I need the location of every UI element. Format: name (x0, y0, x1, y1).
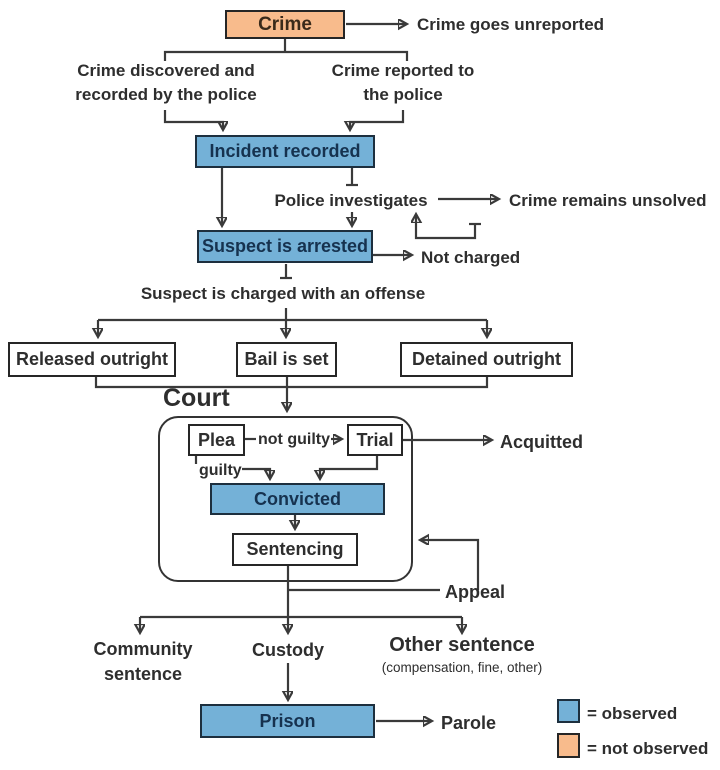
label-community-line2: sentence (103, 664, 183, 684)
label-crime-remains-unsolved: Crime remains unsolved (509, 191, 707, 210)
legend-not-observed-swatch (557, 733, 580, 758)
label-parole: Parole (441, 713, 497, 733)
node-sentencing: Sentencing (232, 533, 358, 566)
node-released-outright: Released outright (8, 342, 176, 377)
label-acquitted: Acquitted (500, 432, 583, 452)
label-police-investigates: Police investigates (274, 191, 428, 210)
label-guilty: guilty (199, 462, 242, 479)
node-incident-recorded: Incident recorded (195, 135, 375, 168)
label-crime-reported-line1: Crime reported to (331, 61, 475, 80)
label-appeal: Appeal (445, 582, 506, 602)
label-crime-goes-unreported: Crime goes unreported (417, 15, 605, 34)
label-crime-discovered-line1: Crime discovered and (77, 61, 255, 80)
label-crime-discovered-line2: recorded by the police (75, 85, 257, 104)
legend-not-observed-label: = not observed (587, 739, 709, 758)
node-crime: Crime (225, 10, 345, 39)
node-prison: Prison (200, 704, 375, 738)
legend-observed-swatch (557, 699, 580, 723)
label-other-sentence-sub: (compensation, fine, other) (381, 660, 543, 675)
label-suspect-charged: Suspect is charged with an offense (140, 284, 426, 303)
label-other-sentence: Other sentence (389, 634, 535, 656)
node-trial: Trial (347, 424, 403, 456)
label-crime-reported: Crime reported to the police (320, 59, 486, 107)
node-detained-outright: Detained outright (400, 342, 573, 377)
node-plea: Plea (188, 424, 245, 456)
label-crime-reported-line2: the police (363, 85, 443, 104)
label-not-charged: Not charged (421, 248, 521, 267)
node-convicted: Convicted (210, 483, 385, 515)
label-community-sentence: Community sentence (83, 637, 203, 687)
label-not-guilty: not guilty (258, 431, 330, 448)
label-court: Court (163, 384, 230, 412)
label-community-line1: Community (93, 639, 193, 659)
court-container (158, 416, 413, 582)
node-bail-is-set: Bail is set (236, 342, 337, 377)
label-custody: Custody (252, 640, 324, 660)
legend-observed-label: = observed (587, 704, 678, 723)
node-suspect-arrested: Suspect is arrested (197, 230, 373, 263)
label-crime-discovered: Crime discovered and recorded by the pol… (60, 59, 272, 107)
